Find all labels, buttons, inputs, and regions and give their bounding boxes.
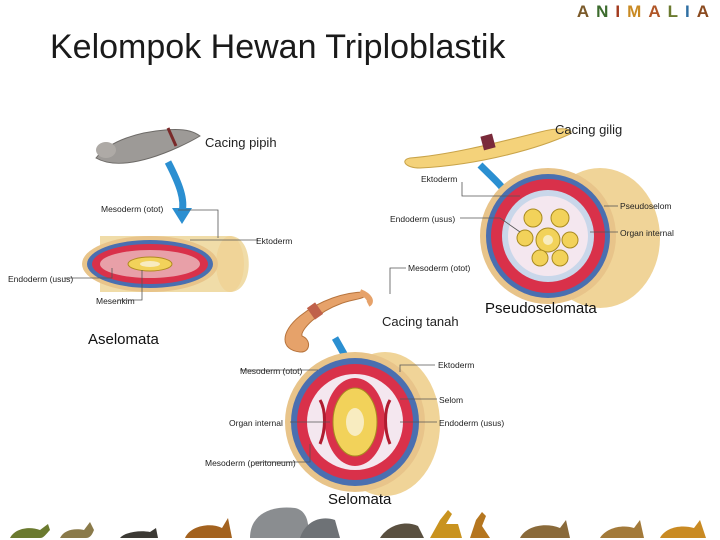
pseudocoelomate-ectoderm-label: Ektoderm: [421, 174, 458, 184]
leader-lines: [64, 182, 618, 463]
flatworm-illustration: [95, 127, 201, 164]
pseudocoelomate-heading: Pseudoselomata: [485, 300, 597, 317]
logo-letter: A: [696, 2, 712, 21]
pseudocoel-label: Pseudoselom: [620, 201, 672, 211]
coelomate-organ-label: Organ internal: [229, 418, 283, 428]
logo-letter: L: [667, 2, 681, 21]
logo-letter: N: [596, 2, 612, 21]
flatworm-label: Cacing pipih: [205, 135, 277, 150]
animal-silhouettes-decoration: [10, 507, 706, 538]
roundworm-label: Cacing gilig: [555, 122, 623, 137]
coelomate-heading: Selomata: [328, 491, 392, 508]
logo-letter: A: [576, 2, 593, 21]
acoelomate-mesenchyme-label: Mesenkim: [96, 296, 135, 306]
coelomate-endoderm-label: Endoderm (usus): [439, 418, 505, 428]
logo-letter: A: [648, 2, 664, 21]
pseudocoelomate-organ-label: Organ internal: [620, 228, 674, 238]
pseudocoelomate-mesoderm-label: Mesoderm (otot): [408, 263, 471, 273]
logo-letter: I: [615, 2, 624, 21]
acoelomate-heading: Aselomata: [88, 331, 159, 348]
coelomate-mesoderm-label: Mesoderm (otot): [240, 366, 303, 376]
pseudocoelomate-cross-section: [480, 168, 660, 308]
coelom-label: Selom: [439, 395, 464, 405]
acoelomate-ectoderm-label: Ektoderm: [256, 236, 293, 246]
coelomate-cross-section: [285, 352, 440, 496]
acoelomate-endoderm-label: Endoderm (usus): [8, 274, 74, 284]
peritoneum-label: Mesoderm (peritoneum): [205, 458, 296, 468]
logo-letter: I: [684, 2, 693, 21]
pseudocoelomate-endoderm-label: Endoderm (usus): [390, 214, 456, 224]
slide-title: Kelompok Hewan Triploblastik: [50, 28, 506, 66]
coelomate-ectoderm-label: Ektoderm: [438, 360, 475, 370]
earthworm-illustration: [284, 289, 373, 353]
roundworm-illustration: [404, 128, 572, 169]
blue-arrow-icon: [164, 160, 192, 224]
earthworm-label: Cacing tanah: [382, 314, 459, 329]
logo-letter: M: [627, 2, 645, 21]
acoelomate-cross-section: [82, 236, 249, 292]
acoelomate-mesoderm-label: Mesoderm (otot): [101, 204, 164, 214]
